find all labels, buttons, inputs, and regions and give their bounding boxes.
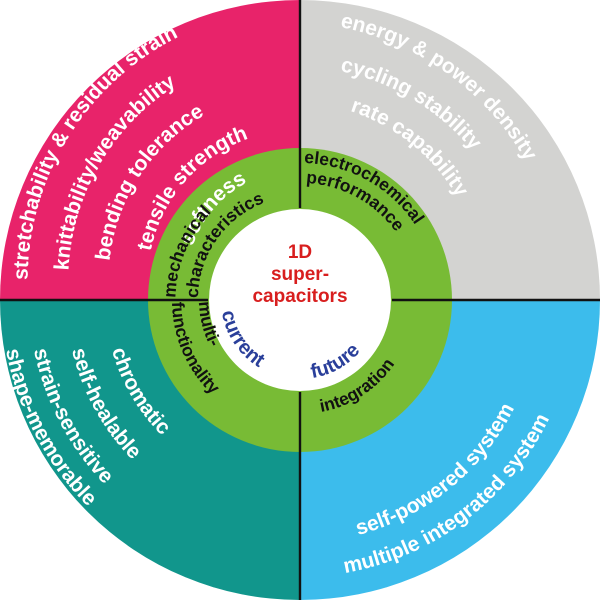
center-title-line2: super- xyxy=(271,264,329,285)
center-title-line1: 1D xyxy=(288,242,312,263)
center-title-line3: capacitors xyxy=(252,286,347,307)
center-disk xyxy=(209,209,391,391)
